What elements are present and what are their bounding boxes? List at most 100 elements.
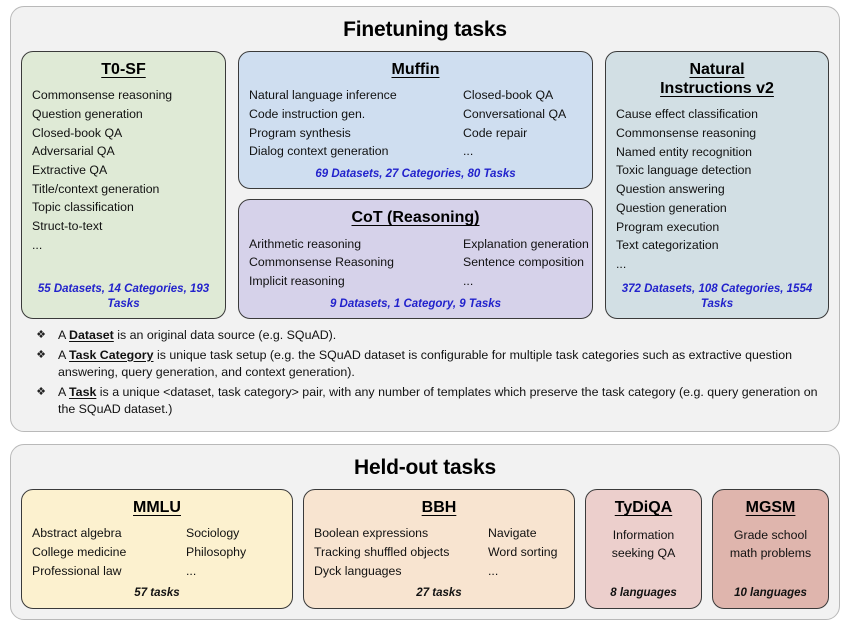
diamond-bullet-icon: ❖ [36,328,46,341]
card-items-muffin: Natural language inference Closed-book Q… [249,86,582,161]
finetuning-tasks-section: Finetuning tasks T0-SF Commonsense reaso… [10,6,840,432]
list-item: Program synthesis [249,125,351,140]
list-item: Extractive QA [32,162,108,177]
list-item: Code repair [463,125,528,140]
card-natural-instructions-v2[interactable]: Natural Instructions v2 Cause effect cla… [605,51,829,319]
list-item: Philosophy [186,544,247,559]
list-item-ellipsis: ... [488,563,499,578]
card-title-natural-instructions-v2: Natural Instructions v2 [616,60,818,98]
list-item: Commonsense Reasoning [249,255,394,270]
legend-rest: is unique task setup (e.g. the SQuAD dat… [58,347,792,380]
card-items-mmlu: Abstract algebra Sociology College medic… [32,524,282,580]
list-item: Explanation generation [463,236,589,251]
list-item: Natural language inference [249,88,397,103]
held-out-cards-grid: MMLU Abstract algebra Sociology College … [21,488,829,609]
definitions-legend: ❖ A Dataset is an original data source (… [21,319,829,421]
legend-item-task: ❖ A Task is a unique <dataset, task cate… [35,384,823,419]
list-item: Abstract algebra [32,526,122,541]
list-item: Cause effect classification [616,107,758,122]
list-item-ellipsis: ... [186,563,197,578]
card-items-t0-sf: Commonsense reasoning Question generatio… [32,86,215,254]
card-title-t0-sf: T0-SF [101,61,146,78]
list-item: Code instruction gen. [249,106,366,121]
card-footer-mgsm: 10 languages [734,587,807,600]
legend-rest: is an original data source (e.g. SQuAD). [113,327,337,342]
list-item: Tracking shuffled objects [314,544,450,559]
card-title-mgsm: MGSM [745,498,796,516]
card-footer-tydiqa: 8 languages [610,587,677,600]
list-item: Dyck languages [314,563,402,578]
list-item: math problems [729,546,812,560]
legend-term: Dataset [69,327,114,342]
finetuning-section-title: Finetuning tasks [343,18,507,41]
finetuning-cards-grid: T0-SF Commonsense reasoning Question gen… [21,51,829,319]
card-bbh[interactable]: BBH Boolean expressions Navigate Trackin… [303,488,575,609]
diamond-bullet-icon: ❖ [36,385,46,398]
card-mgsm[interactable]: MGSM Grade school math problems 10 langu… [712,488,829,609]
list-item: Navigate [488,526,537,541]
list-item: Dialog context generation [249,144,389,159]
list-item: Text categorization [616,238,719,253]
card-muffin[interactable]: Muffin Natural language inference Closed… [238,51,593,190]
list-item: Question generation [32,106,143,121]
list-item: Named entity recognition [616,144,753,159]
card-footer-natural-instructions-v2: 372 Datasets, 108 Categories, 1554 Tasks [621,283,813,310]
card-title-mmlu: MMLU [133,498,181,516]
legend-term: Task Category [69,347,154,362]
card-items-mgsm: Grade school math problems [723,527,818,563]
card-title-cot-reasoning: CoT (Reasoning) [351,209,480,227]
card-items-tydiqa: Information seeking QA [596,527,691,563]
list-item: Closed-book QA [32,125,123,140]
list-item: Program execution [616,219,720,234]
list-item: Closed-book QA [463,88,554,103]
list-item: Information [612,528,675,543]
card-footer-t0-sf: 55 Datasets, 14 Categories, 193 Tasks [37,283,210,310]
card-title-bbh: BBH [421,498,457,516]
card-title-tydiqa: TyDiQA [614,498,673,516]
list-item-ellipsis: ... [32,237,43,252]
diamond-bullet-icon: ❖ [36,348,46,361]
legend-text-dataset: A Dataset is an original data source (e.… [58,327,336,345]
card-tydiqa[interactable]: TyDiQA Information seeking QA 8 language… [585,488,702,609]
card-mmlu[interactable]: MMLU Abstract algebra Sociology College … [21,488,293,609]
list-item: Arithmetic reasoning [249,236,362,251]
legend-rest: is a unique <dataset, task category> pai… [58,384,818,417]
list-item: Grade school [733,528,808,543]
list-item: Toxic language detection [616,163,752,178]
legend-text-task: A Task is a unique <dataset, task catego… [58,384,823,419]
card-footer-bbh: 27 tasks [416,587,462,600]
list-item: seeking QA [611,546,676,560]
legend-term: Task [69,384,97,399]
held-out-section-title: Held-out tasks [354,455,496,479]
card-cot-reasoning[interactable]: CoT (Reasoning) Arithmetic reasoning Exp… [238,199,593,319]
card-t0-sf[interactable]: T0-SF Commonsense reasoning Question gen… [21,51,226,319]
list-item: Commonsense reasoning [616,126,757,141]
list-item: Sentence composition [463,255,584,270]
list-item: Professional law [32,563,122,578]
legend-item-task-category: ❖ A Task Category is unique task setup (… [35,347,823,382]
list-item: Commonsense reasoning [32,88,173,103]
list-item: Title/context generation [32,181,160,196]
list-item: Sociology [186,526,240,541]
list-item-ellipsis: ... [463,273,474,288]
finetuning-middle-column: Muffin Natural language inference Closed… [238,51,593,319]
card-title-muffin: Muffin [391,61,440,78]
list-item-ellipsis: ... [616,256,627,271]
held-out-tasks-section: Held-out tasks MMLU Abstract algebra Soc… [10,443,840,620]
list-item: Boolean expressions [314,526,429,541]
card-items-bbh: Boolean expressions Navigate Tracking sh… [314,524,564,580]
legend-prefix: A [58,347,70,362]
card-footer-cot-reasoning: 9 Datasets, 1 Category, 9 Tasks [329,297,502,310]
list-item: Word sorting [488,544,558,559]
list-item: Conversational QA [463,106,567,121]
card-footer-mmlu: 57 tasks [134,587,180,600]
legend-text-task-category: A Task Category is unique task setup (e.… [58,347,823,382]
legend-prefix: A [58,384,70,399]
list-item: Topic classification [32,200,134,215]
list-item: Struct-to-text [32,219,103,233]
list-item: Implicit reasoning [249,273,345,288]
card-items-natural-instructions-v2: Cause effect classification Commonsense … [616,105,818,273]
legend-prefix: A [58,327,70,342]
card-title-line-1: Natural [689,61,745,78]
